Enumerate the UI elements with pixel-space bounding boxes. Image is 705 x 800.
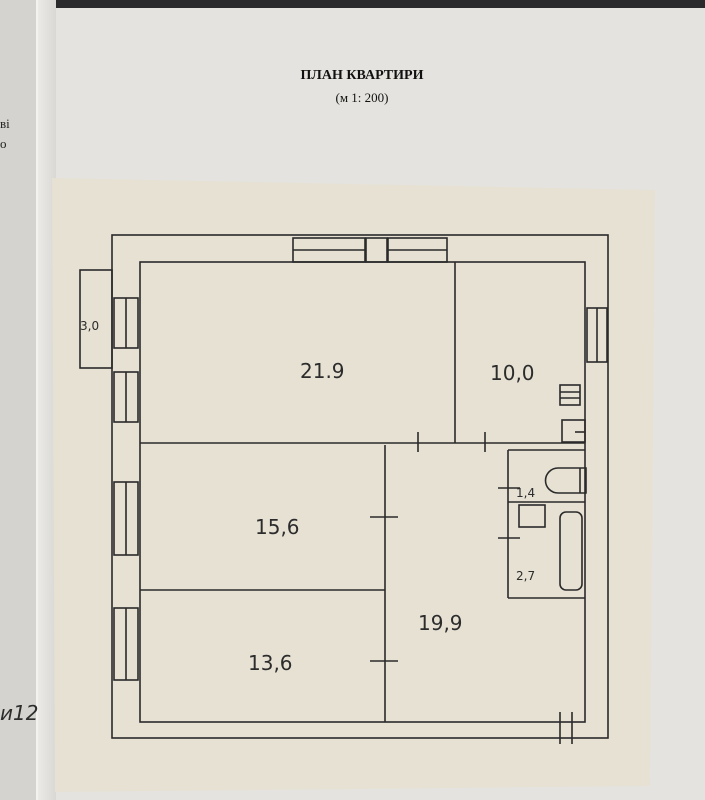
photo-top-edge xyxy=(0,0,705,8)
washbasin-icon xyxy=(518,504,546,528)
page-fold xyxy=(38,0,56,800)
sink-icon xyxy=(561,419,586,443)
left-page: ві о xyxy=(0,0,38,800)
margin-fragment: ві xyxy=(0,116,10,131)
area-label: 1,4 xyxy=(516,486,535,500)
area-label: 13,6 xyxy=(248,651,293,675)
area-label: 3,0 xyxy=(80,319,99,333)
page-title: ПЛАН КВАРТИРИ xyxy=(300,68,424,83)
handwritten-note: и12 xyxy=(0,701,38,725)
area-label: 19,9 xyxy=(418,611,463,635)
balcony xyxy=(79,269,113,369)
area-label: 2,7 xyxy=(516,569,535,583)
area-label: 10,0 xyxy=(490,361,535,385)
bathtub-icon xyxy=(559,511,583,591)
outer-wall xyxy=(111,234,609,739)
area-label: 15,6 xyxy=(255,515,300,539)
area-label: 21.9 xyxy=(300,359,345,383)
toilet-icon xyxy=(544,467,587,494)
scale-label: (м 1: 200) xyxy=(335,90,389,105)
plan-sheet xyxy=(52,178,655,792)
stove-icon xyxy=(559,384,581,406)
margin-fragment: о xyxy=(0,136,7,151)
